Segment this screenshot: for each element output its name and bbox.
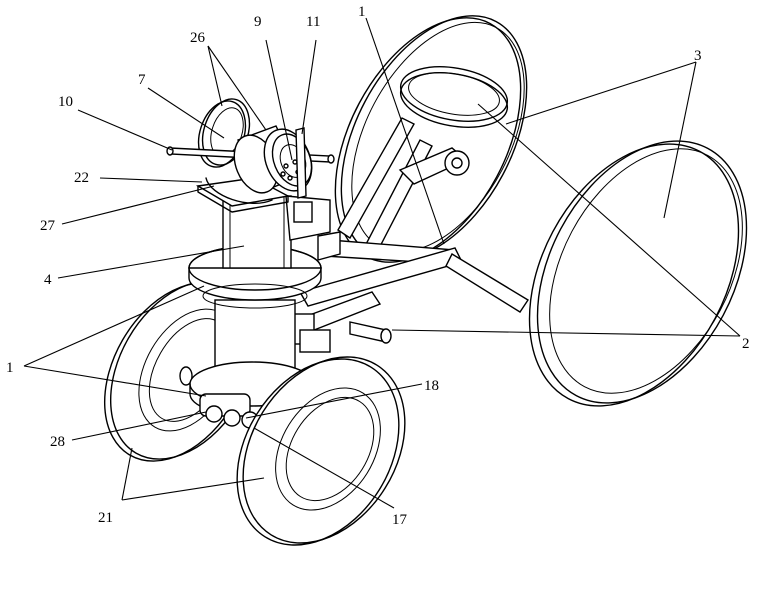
- label-18: 18: [424, 378, 439, 394]
- label-26: 26: [190, 30, 206, 46]
- label-22: 22: [74, 170, 89, 186]
- label-3: 3: [694, 48, 702, 64]
- right-wheel-disc: [528, 140, 748, 407]
- front-wheel: [236, 356, 406, 546]
- reference-labels: 1 3 2 26 9 11 7 10 22 27 4 1 18 28 17 21: [6, 4, 750, 528]
- frame: [291, 117, 529, 345]
- label-11: 11: [306, 14, 320, 30]
- label-4: 4: [44, 272, 52, 288]
- label-2: 2: [742, 336, 750, 352]
- seat-plate: [399, 66, 509, 128]
- label-28: 28: [50, 434, 65, 450]
- label-10: 10: [58, 94, 73, 110]
- label-21: 21: [98, 510, 113, 526]
- label-17: 17: [392, 512, 408, 528]
- label-1-left: 1: [6, 360, 14, 376]
- leader-lines: [23, 17, 741, 509]
- label-9: 9: [254, 14, 262, 30]
- label-7: 7: [138, 72, 146, 88]
- label-27: 27: [40, 218, 56, 234]
- motor-head: [166, 98, 335, 213]
- label-1-top: 1: [358, 4, 366, 20]
